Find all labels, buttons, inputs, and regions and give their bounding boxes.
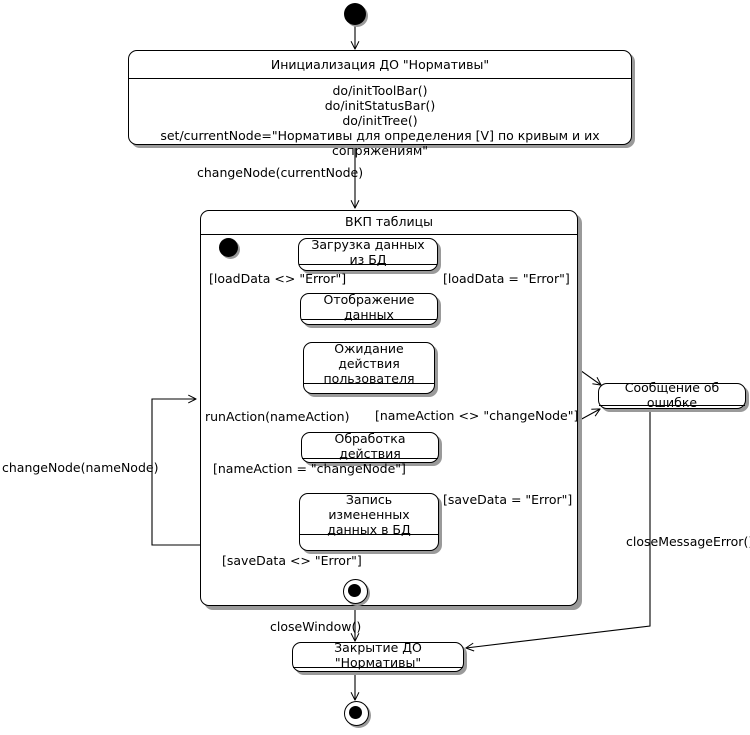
action-init-toolbar: do/initToolBar(): [332, 83, 428, 98]
state-compartment-divider: [300, 534, 438, 535]
state-error-message[interactable]: Сообщение об ошибке: [598, 379, 746, 410]
state-compartment-divider: [299, 264, 437, 265]
state-process-action-title: Обработка действия: [334, 430, 406, 461]
label-load-data-error: [loadData = "Error"]: [443, 271, 570, 286]
state-compartment-divider: [129, 78, 631, 79]
state-initialization-title: Инициализация ДО "Нормативы": [270, 57, 490, 72]
initial-node-top: [344, 3, 366, 25]
state-save-data-line1: Запись измененных: [328, 491, 410, 522]
state-wait-user-action-line2: пользователя: [323, 370, 415, 386]
state-close-do[interactable]: Закрытие ДО "Нормативы": [292, 640, 464, 672]
label-save-data-error: [saveData = "Error"]: [443, 492, 573, 507]
initial-node-inner: [219, 238, 238, 257]
state-wait-user-action-title: Ожидание действия пользователя: [304, 340, 434, 386]
state-load-data-title: Загрузка данных из БД: [311, 236, 425, 267]
label-name-action-not-change-node: [nameAction <> "changeNode"]: [375, 408, 579, 423]
state-save-data-line2: данных в БД: [327, 521, 411, 537]
label-name-action-change-node: [nameAction = "changeNode"]: [213, 461, 406, 476]
state-save-data-title: Запись измененных данных в БД: [300, 491, 438, 537]
label-close-window: closeWindow(): [270, 619, 362, 634]
action-set-current-node: set/currentNode="Нормативы для определен…: [160, 128, 600, 158]
state-initialization[interactable]: Инициализация ДО "Нормативы" do/initTool…: [128, 50, 632, 158]
state-load-data[interactable]: Загрузка данных из БД: [298, 236, 438, 271]
state-compartment-divider: [304, 383, 434, 384]
final-node-bottom-dot: [349, 706, 362, 719]
state-process-action[interactable]: Обработка действия: [301, 430, 439, 463]
final-node-bottom: [344, 701, 369, 726]
action-init-statusbar: do/initStatusBar(): [324, 98, 436, 113]
label-close-message-error: closeMessageError(): [626, 534, 750, 549]
label-load-data-ok: [loadData <> "Error"]: [209, 271, 347, 286]
state-wait-user-action[interactable]: Ожидание действия пользователя: [303, 340, 435, 394]
composite-state-title: ВКП таблицы: [201, 211, 577, 235]
state-compartment-divider: [302, 458, 438, 459]
label-run-action: runAction(nameAction): [205, 409, 350, 424]
edge-change-node-loop: [151, 399, 200, 546]
edge-close-message-error: [466, 408, 651, 648]
action-init-tree: do/initTree(): [342, 113, 418, 128]
state-close-do-title: Закрытие ДО "Нормативы": [334, 640, 422, 670]
label-change-node-current: changeNode(currentNode): [197, 165, 364, 180]
state-compartment-divider: [301, 319, 437, 320]
state-save-data[interactable]: Запись измененных данных в БД: [299, 491, 439, 551]
state-compartment-divider: [599, 405, 745, 406]
state-compartment-divider: [293, 667, 463, 668]
state-show-data-title: Отображение данных: [323, 291, 415, 322]
label-change-node-name: changeNode(nameNode): [2, 460, 159, 475]
label-save-data-ok: [saveData <> "Error"]: [222, 553, 362, 568]
state-error-message-title: Сообщение об ошибке: [624, 379, 720, 410]
state-show-data[interactable]: Отображение данных: [300, 291, 438, 325]
state-wait-user-action-line1: Ожидание действия: [334, 340, 404, 371]
final-node-inner-dot: [348, 584, 361, 597]
state-initialization-actions: do/initToolBar() do/initStatusBar() do/i…: [129, 79, 631, 160]
